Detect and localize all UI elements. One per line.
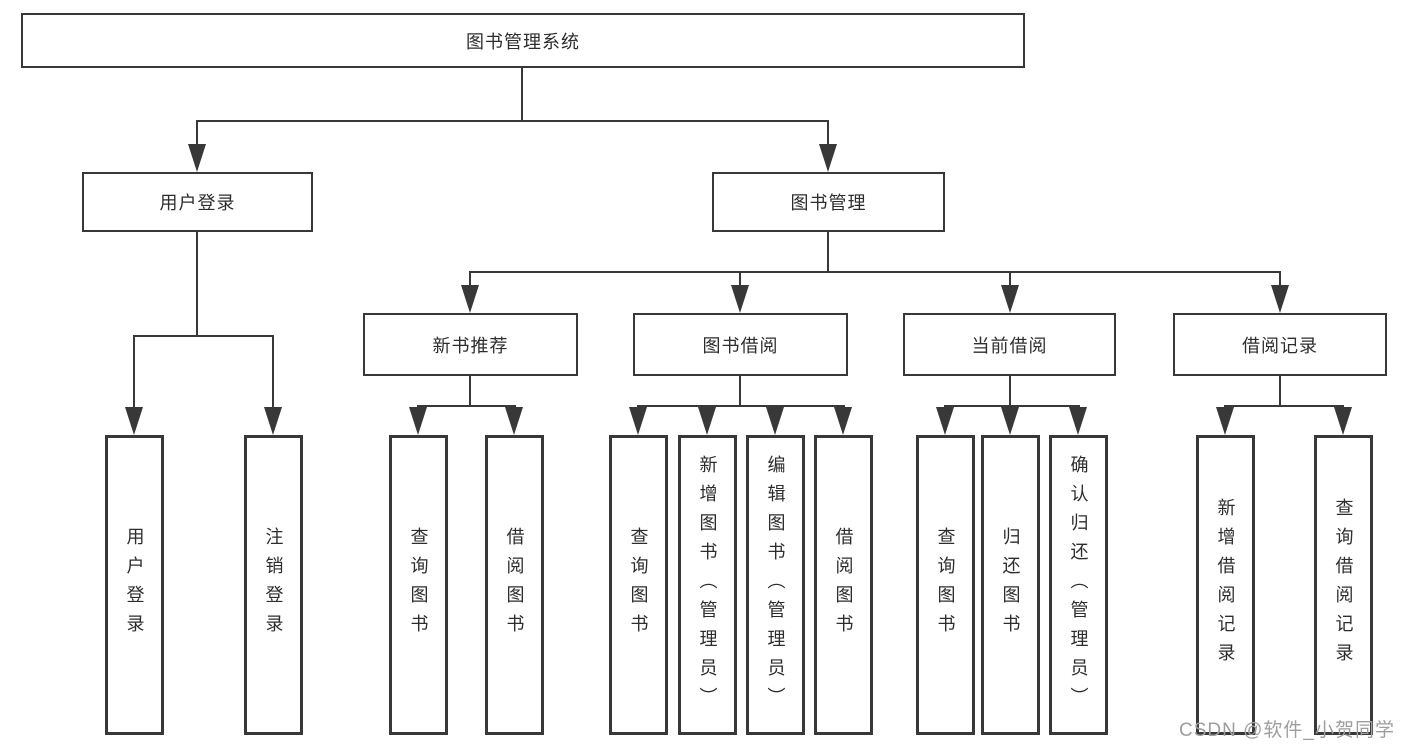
node-new-book-recommend: 新书推荐 [363, 313, 578, 376]
connector-line [417, 405, 516, 407]
arrow-down-icon [1001, 285, 1019, 313]
connector-line [469, 376, 471, 407]
arrow-down-icon [698, 407, 716, 435]
leaf-query-books-recommend: 查询图书 [389, 435, 448, 735]
leaf-query-books-borrowing: 查询图书 [609, 435, 668, 735]
arrow-down-icon [819, 144, 837, 172]
arrow-down-icon [766, 407, 784, 435]
arrow-down-icon [936, 407, 954, 435]
connector-line [739, 271, 741, 289]
connector-line [196, 232, 198, 337]
node-label: 注销登录 [263, 527, 284, 643]
arrow-down-icon [1216, 407, 1234, 435]
arrow-down-icon [1069, 407, 1087, 435]
connector-line [196, 120, 829, 122]
connector-line [827, 120, 829, 148]
connector-line [133, 335, 274, 337]
connector-line [1009, 376, 1011, 407]
node-label: 新增借阅记录 [1215, 498, 1236, 672]
connector-line [469, 271, 471, 289]
leaf-borrow-books-borrowing: 借阅图书 [814, 435, 873, 735]
leaf-edit-books-admin: 编辑图书（管理员） [746, 435, 805, 735]
connector-line [1224, 405, 1344, 407]
node-label: 图书借阅 [702, 335, 779, 356]
arrow-down-icon [505, 407, 523, 435]
arrow-down-icon [731, 285, 749, 313]
node-current-borrowing: 当前借阅 [903, 313, 1116, 376]
node-label: 图书管理系统 [466, 31, 580, 52]
arrow-down-icon [188, 144, 206, 172]
connector-line [637, 405, 845, 407]
node-label: 确认归还（管理员） [1068, 454, 1089, 716]
node-label: 借阅记录 [1242, 335, 1318, 356]
arrow-down-icon [125, 407, 143, 435]
leaf-logout-login: 注销登录 [244, 435, 303, 735]
arrow-down-icon [409, 407, 427, 435]
connector-line [196, 120, 198, 148]
leaf-return-books: 归还图书 [981, 435, 1040, 735]
arrow-down-icon [1334, 407, 1352, 435]
arrow-down-icon [264, 407, 282, 435]
connector-line [827, 232, 829, 273]
node-label: 查询图书 [935, 527, 956, 643]
node-user-login: 用户登录 [82, 172, 313, 232]
arrow-down-icon [834, 407, 852, 435]
node-label: 编辑图书（管理员） [765, 454, 786, 716]
node-label: 图书管理 [790, 193, 867, 213]
arrow-down-icon [1271, 285, 1289, 313]
node-book-borrowing: 图书借阅 [633, 313, 848, 376]
node-label: 用户登录 [124, 527, 145, 643]
connector-line [133, 335, 135, 411]
leaf-confirm-return-admin: 确认归还（管理员） [1049, 435, 1108, 735]
leaf-query-books-current: 查询图书 [916, 435, 975, 735]
watermark: CSDN @软件_小贺同学 [1179, 720, 1395, 741]
connector-line [469, 271, 1281, 273]
leaf-add-books-admin: 新增图书（管理员） [678, 435, 737, 735]
leaf-query-borrow-record: 查询借阅记录 [1314, 435, 1373, 735]
arrow-down-icon [1001, 407, 1019, 435]
node-label: 用户登录 [159, 193, 236, 213]
connector-line [272, 335, 274, 411]
connector-line [521, 68, 523, 121]
arrow-down-icon [629, 407, 647, 435]
connector-line [1279, 271, 1281, 289]
node-label: 归还图书 [1000, 527, 1021, 643]
connector-line [739, 376, 741, 407]
node-borrowing-records: 借阅记录 [1173, 313, 1387, 376]
arrow-down-icon [461, 285, 479, 313]
leaf-borrow-books-recommend: 借阅图书 [485, 435, 544, 735]
connector-line [944, 405, 1080, 407]
leaf-add-borrow-record: 新增借阅记录 [1196, 435, 1255, 735]
node-label: 查询借阅记录 [1333, 498, 1354, 672]
node-label: 借阅图书 [504, 527, 525, 643]
connector-line [1009, 271, 1011, 289]
node-label: 新增图书（管理员） [697, 454, 718, 716]
node-label: 新书推荐 [432, 335, 509, 356]
connector-line [1279, 376, 1281, 407]
node-library-management-system: 图书管理系统 [21, 13, 1025, 68]
node-book-management: 图书管理 [712, 172, 945, 232]
node-label: 借阅图书 [833, 527, 854, 643]
node-label: 查询图书 [628, 527, 649, 643]
node-label: 查询图书 [408, 527, 429, 643]
leaf-user-login: 用户登录 [105, 435, 164, 735]
node-label: 当前借阅 [971, 335, 1048, 356]
